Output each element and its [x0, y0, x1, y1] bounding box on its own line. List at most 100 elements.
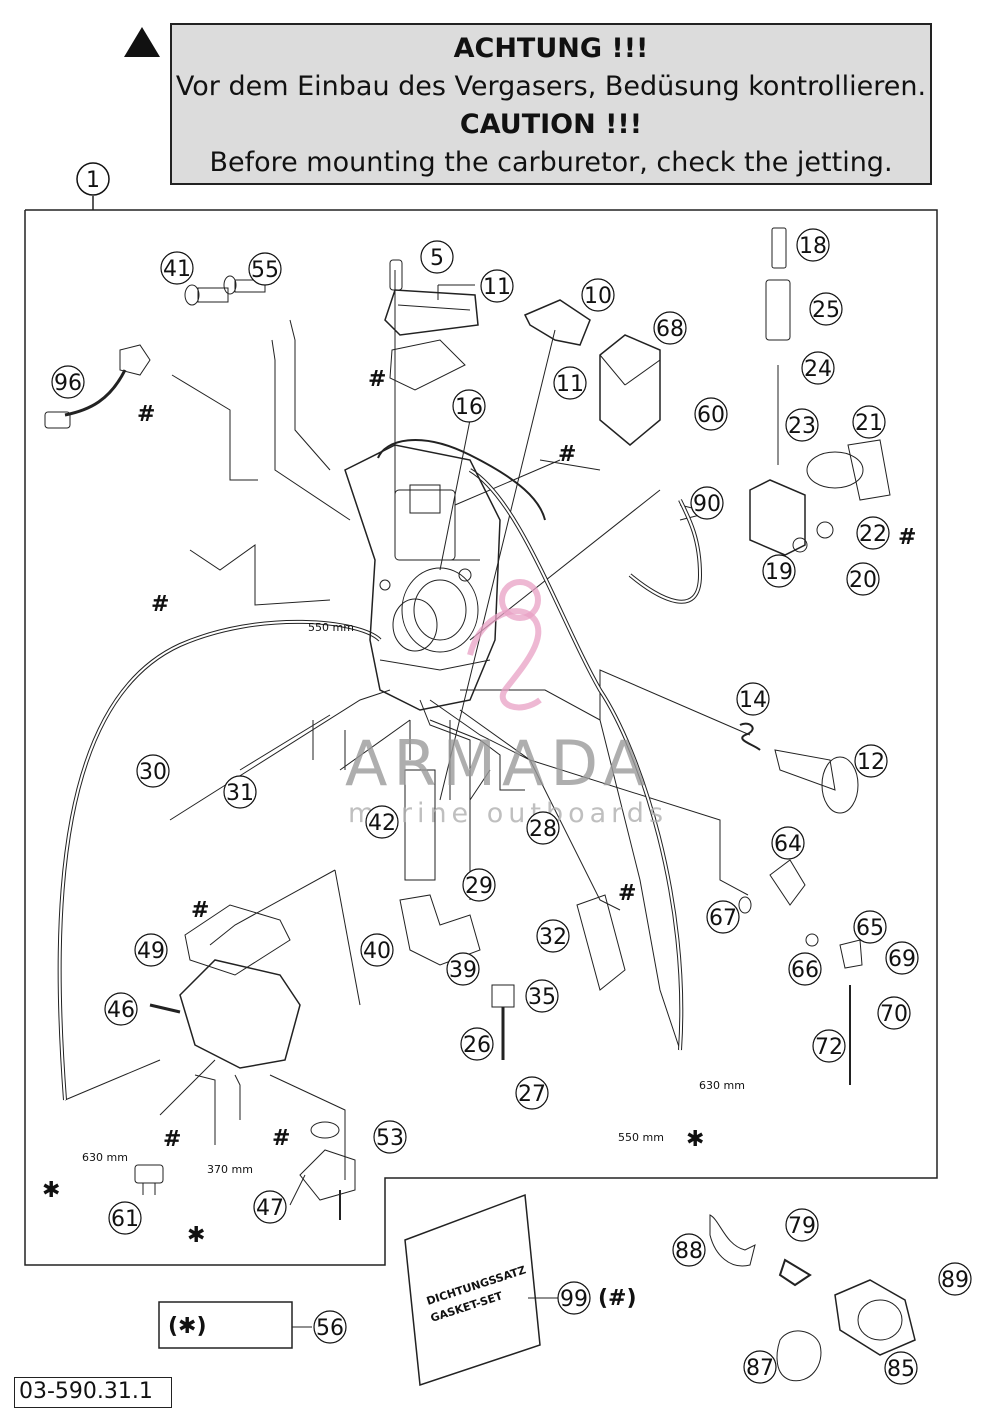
caution-title-en: CAUTION !!!	[459, 109, 643, 140]
callout-42: 42	[365, 805, 399, 839]
svg-text:88: 88	[675, 1239, 703, 1264]
callout-89: 89	[938, 1262, 972, 1296]
star-mark: ✱	[42, 1178, 60, 1203]
svg-text:25: 25	[812, 298, 840, 323]
callout-28: 28	[526, 811, 560, 845]
gasket-mark: #	[191, 898, 209, 923]
callout-87: 87	[743, 1350, 777, 1384]
callout-12: 12	[854, 744, 888, 778]
svg-text:99: 99	[560, 1287, 588, 1312]
float-bowl	[149, 904, 301, 1069]
gasket-kit-marker: (#)	[598, 1286, 637, 1311]
callout-30: 30	[136, 754, 170, 788]
reference-code: 03-590.31.1	[14, 1377, 172, 1408]
callout-5: 5	[420, 240, 454, 274]
svg-text:69: 69	[888, 947, 916, 972]
svg-text:10: 10	[584, 284, 612, 309]
svg-text:28: 28	[529, 817, 557, 842]
caution-box: ACHTUNG !!! Vor dem Einbau des Vergasers…	[170, 23, 932, 185]
carburetor-body	[344, 444, 501, 711]
callout-20: 20	[846, 562, 880, 596]
caution-text-de: Vor dem Einbau des Vergasers, Bedüsung k…	[175, 71, 927, 102]
callout-64: 64	[771, 826, 805, 860]
callout-40: 40	[360, 933, 394, 967]
svg-text:35: 35	[528, 985, 556, 1010]
callout-79: 79	[785, 1208, 819, 1242]
callout-39: 39	[446, 952, 480, 986]
star-mark: ✱	[686, 1127, 704, 1152]
watermark-tagline: marine outboards	[348, 798, 668, 829]
part-callouts: 5 10 11 11 12 14 16 18 19 20 21 22 23 24…	[51, 228, 972, 1385]
callout-88: 88	[672, 1233, 706, 1267]
callout-29: 29	[462, 868, 496, 902]
gasket-mark: #	[137, 402, 155, 427]
callout-47: 47	[253, 1190, 287, 1224]
callout-23: 23	[785, 408, 819, 442]
svg-text:29: 29	[465, 874, 493, 899]
legend-symbol: (✱)	[168, 1314, 207, 1339]
svg-text:61: 61	[111, 1207, 139, 1232]
svg-text:49: 49	[137, 939, 165, 964]
callout-10: 10	[581, 278, 615, 312]
callout-22: 22	[856, 516, 890, 550]
callout-14: 14	[736, 682, 770, 716]
hose-length-630-left: 630 mm	[82, 1151, 128, 1164]
svg-text:20: 20	[849, 568, 877, 593]
watermark: ARMADA marine outboards	[345, 579, 668, 829]
callout-21: 21	[852, 405, 886, 439]
svg-text:32: 32	[539, 925, 567, 950]
svg-text:40: 40	[363, 939, 391, 964]
hose-length-550-right: 550 mm	[618, 1131, 664, 1144]
callout-66: 66	[788, 952, 822, 986]
svg-text:65: 65	[856, 916, 884, 941]
svg-text:22: 22	[859, 522, 887, 547]
svg-text:11: 11	[483, 275, 511, 300]
callout-60: 60	[694, 397, 728, 431]
svg-text:5: 5	[430, 246, 444, 271]
svg-text:1: 1	[86, 168, 100, 193]
callout-41: 41	[160, 251, 194, 285]
gasket-mark: #	[163, 1127, 181, 1152]
callout-70: 70	[877, 996, 911, 1030]
callout-19: 19	[762, 554, 796, 588]
callout-11: 11	[480, 269, 514, 303]
svg-text:55: 55	[251, 258, 279, 283]
callout-96: 96	[51, 365, 85, 399]
callout-99: 99	[557, 1281, 591, 1315]
callout-61: 61	[108, 1201, 142, 1235]
svg-text:56: 56	[316, 1316, 344, 1341]
hose-length-630-right: 630 mm	[699, 1079, 745, 1092]
star-mark: ✱	[187, 1223, 205, 1248]
callout-27: 27	[515, 1076, 549, 1110]
assembly-frame	[24, 209, 938, 1266]
callout-25: 25	[809, 292, 843, 326]
svg-text:30: 30	[139, 760, 167, 785]
svg-text:89: 89	[941, 1268, 969, 1293]
warning-triangle-icon	[124, 27, 160, 57]
hose-length-550-top: 550 mm	[308, 621, 354, 634]
svg-text:68: 68	[656, 317, 684, 342]
svg-text:31: 31	[226, 781, 254, 806]
callout-53: 53	[373, 1120, 407, 1154]
top-cover	[384, 259, 479, 391]
svg-text:64: 64	[774, 832, 802, 857]
callout-assembly: 1	[76, 162, 110, 196]
callout-32: 32	[536, 919, 570, 953]
svg-text:26: 26	[463, 1033, 491, 1058]
callout-24: 24	[801, 351, 835, 385]
svg-text:70: 70	[880, 1002, 908, 1027]
svg-text:42: 42	[368, 811, 396, 836]
svg-text:46: 46	[107, 998, 135, 1023]
callout-16: 16	[452, 389, 486, 423]
svg-text:87: 87	[746, 1356, 774, 1381]
svg-text:85: 85	[887, 1357, 915, 1382]
svg-text:24: 24	[804, 357, 832, 382]
callout-11: 11	[553, 366, 587, 400]
svg-text:72: 72	[815, 1035, 843, 1060]
svg-text:90: 90	[693, 492, 721, 517]
gasket-mark: #	[558, 442, 576, 467]
svg-text:11: 11	[556, 372, 584, 397]
callout-90: 90	[690, 486, 724, 520]
svg-text:79: 79	[788, 1214, 816, 1239]
